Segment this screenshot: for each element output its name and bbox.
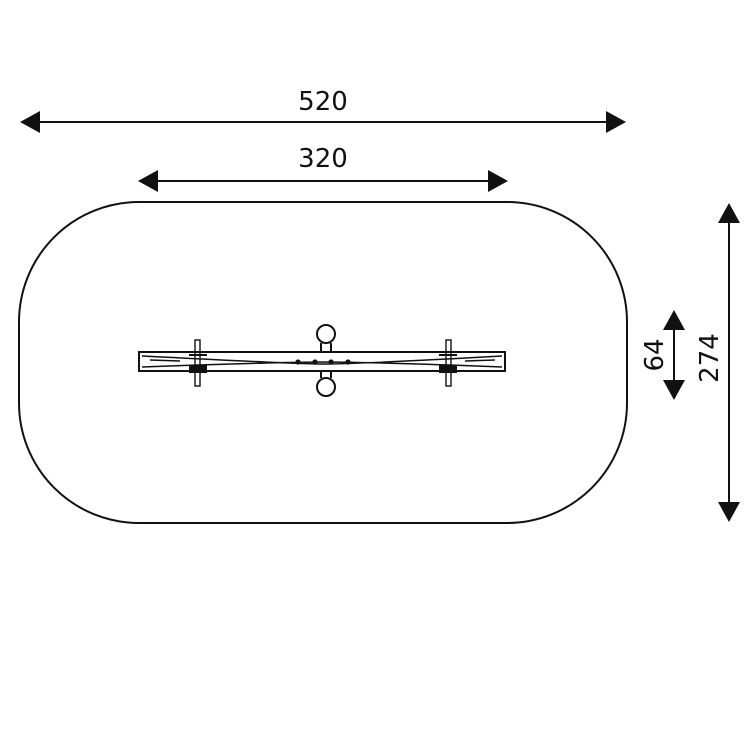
dimension-inner-length: 320 — [138, 144, 508, 192]
center-bolts — [295, 359, 351, 365]
dimension-label-beam-width: 64 — [640, 338, 670, 371]
dimension-beam-width: 64 — [640, 310, 685, 400]
dimension-label-inner-length: 320 — [298, 144, 348, 174]
dimension-overall-length: 520 — [20, 87, 626, 133]
pivot-support-bottom — [316, 371, 336, 397]
seesaw-beam — [138, 324, 506, 397]
dimension-label-overall-width: 274 — [695, 333, 725, 383]
safety-area-outline — [18, 201, 628, 524]
left-handle — [189, 339, 207, 387]
dimension-label-overall-length: 520 — [298, 87, 348, 117]
right-handle — [439, 339, 457, 387]
pivot-support-top — [316, 324, 336, 352]
dimension-overall-width: 274 — [695, 203, 740, 522]
